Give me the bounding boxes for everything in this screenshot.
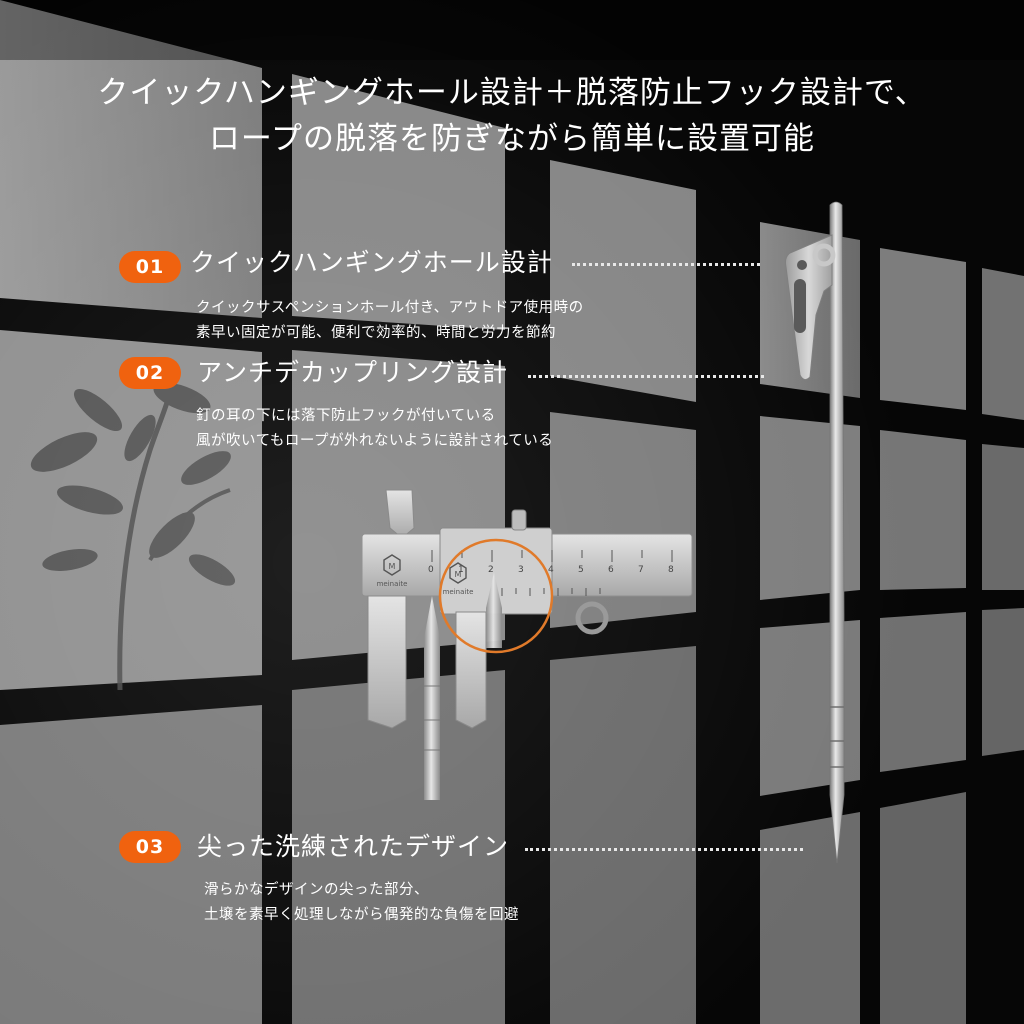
headline-line-1: クイックハンギングホール設計＋脱落防止フック設計で、 xyxy=(97,75,927,111)
caliper-brand-text-2: meinaite xyxy=(443,588,474,596)
feature-2-desc-line-1: 釘の耳の下には落下防止フックが付いている xyxy=(196,408,496,424)
caliper-illustration: 0 1 2 3 4 5 6 7 8 M meinaite M meinaite xyxy=(362,489,693,800)
feature-2-title: アンチデカップリング設計 xyxy=(197,358,509,387)
caliper-brand-text: meinaite xyxy=(377,580,408,588)
caliper-scale-4: 4 xyxy=(548,565,554,575)
caliper-scale-0: 0 xyxy=(428,565,434,575)
feature-3-description: 滑らかなデザインの尖った部分、 土壌を素早く処理しながら偶発的な負傷を回避 xyxy=(204,878,519,928)
feature-1-badge: 01 xyxy=(119,251,181,283)
feature-1-desc-line-1: クイックサスペンションホール付き、アウトドア使用時の xyxy=(196,300,584,316)
feature-2-description: 釘の耳の下には落下防止フックが付いている 風が吹いてもロープが外れないように設計… xyxy=(196,404,553,454)
headline-line-2: ロープの脱落を防ぎながら簡単に設置可能 xyxy=(208,121,816,157)
feature-2-badge: 02 xyxy=(119,357,181,389)
feature-1-description: クイックサスペンションホール付き、アウトドア使用時の 素早い固定が可能、便利で効… xyxy=(196,296,584,346)
caliper-scale-5: 5 xyxy=(578,565,584,575)
feature-1-title: クイックハンギングホール設計 xyxy=(190,248,553,277)
feature-2-desc-line-2: 風が吹いてもロープが外れないように設計されている xyxy=(196,433,554,449)
headline: クイックハンギングホール設計＋脱落防止フック設計で、 ロープの脱落を防ぎながら簡… xyxy=(0,70,1024,162)
feature-1-leader-dots xyxy=(572,263,760,266)
feature-3-badge: 03 xyxy=(119,831,181,863)
feature-3-desc-line-2: 土壌を素早く処理しながら偶発的な負傷を回避 xyxy=(204,907,519,923)
feature-3-title: 尖った洗練されたデザイン xyxy=(197,832,510,861)
caliper-scale-8: 8 xyxy=(668,565,674,575)
caliper-scale-1: 1 xyxy=(458,565,464,575)
caliper-scale-6: 6 xyxy=(608,565,614,575)
feature-1-desc-line-2: 素早い固定が可能、便利で効率的、時間と労力を節約 xyxy=(196,325,556,341)
svg-text:M: M xyxy=(389,562,396,571)
feature-3-desc-line-1: 滑らかなデザインの尖った部分、 xyxy=(204,882,429,898)
caliper-scale-2: 2 xyxy=(488,565,494,575)
caliper-scale-7: 7 xyxy=(638,565,644,575)
tent-stake-illustration xyxy=(785,201,845,864)
feature-2-leader-dots xyxy=(528,375,764,378)
svg-text:M: M xyxy=(455,570,462,579)
caliper-brand-logo: M meinaite M meinaite xyxy=(377,554,474,596)
caliper-scale-3: 3 xyxy=(518,565,524,575)
feature-3-leader-dots xyxy=(525,848,803,851)
